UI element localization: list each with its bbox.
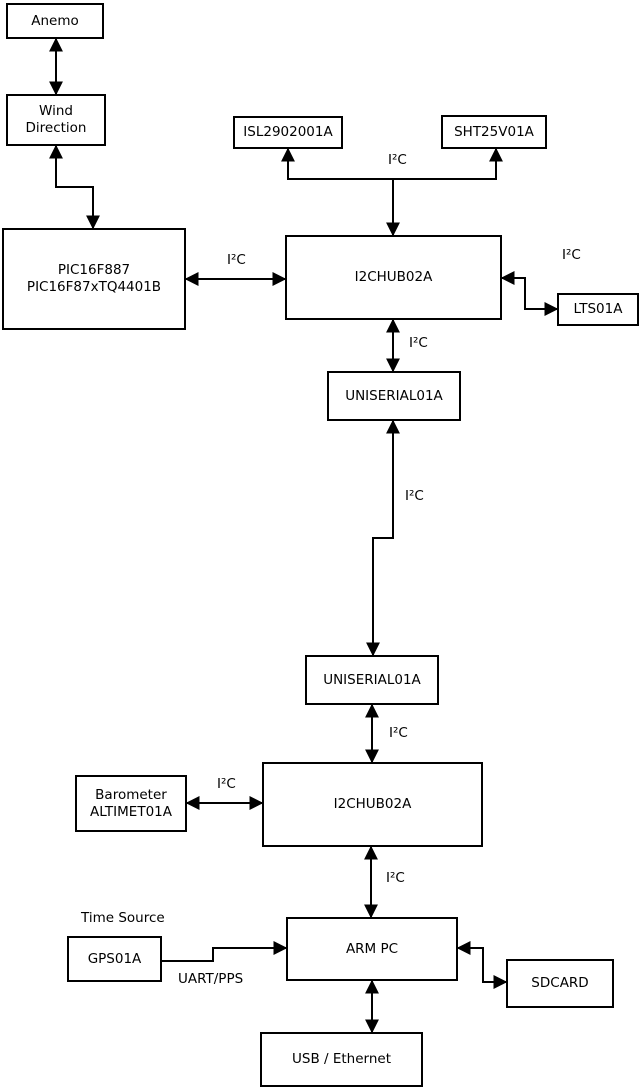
node-i2c-hub-1-label: I2CHUB02A [354,269,433,286]
node-uniserial-1: UNISERIAL01A [327,371,461,421]
node-pic-label-line1: PIC16F887 [57,262,131,279]
node-barometer: Barometer ALTIMET01A [75,775,187,832]
node-sht-sensor: SHT25V01A [441,115,547,149]
bus-label-i2c-uniserial2-hub2: I²C [389,725,408,741]
node-wind-direction: Wind Direction [6,94,106,146]
node-wind-direction-label-line1: Wind [39,103,73,120]
node-i2c-hub-2-label: I2CHUB02A [333,796,412,813]
node-wind-direction-label-line2: Direction [25,120,87,136]
label-time-source: Time Source [81,910,165,926]
bus-label-i2c-hub1-lts: I²C [562,247,581,263]
node-barometer-label-line1: Barometer [95,786,167,803]
bus-label-i2c-uniserial-link: I²C [405,488,424,504]
edge-armpc-sdcard [456,941,508,989]
bus-label-i2c-hub2-armpc: I²C [386,870,405,886]
node-barometer-label-line2: ALTIMET01A [90,803,172,820]
bus-label-i2c-pic-hub1: I²C [227,252,246,268]
node-sht-label: SHT25V01A [454,123,534,140]
edge-uniserial1-uniserial2 [366,419,400,657]
node-pic-label-line2: PIC16F87xTQ4401B [26,279,162,295]
bus-label-i2c-barometer-hub2: I²C [217,776,236,792]
node-uniserial-2-label: UNISERIAL01A [323,671,421,688]
node-uniserial-2: UNISERIAL01A [305,655,439,705]
bus-label-i2c-hub1-uniserial1: I²C [409,335,428,351]
node-isl-sensor: ISL2902001A [233,116,343,149]
node-arm-pc-label: ARM PC [345,940,399,957]
node-sdcard-label: SDCARD [531,975,589,992]
edge-wind-pic [49,144,100,230]
node-lts-sensor: LTS01A [557,293,639,326]
node-lts-label: LTS01A [573,301,623,318]
node-anemometer-label: Anemo [31,12,79,29]
edge-gps-armpc [162,941,288,962]
node-pic-microcontroller: PIC16F887 PIC16F87xTQ4401B [2,228,186,330]
node-anemometer: Anemo [6,3,104,39]
node-usb-ethernet: USB / Ethernet [260,1032,423,1087]
node-i2c-hub-1: I2CHUB02A [285,235,502,320]
edge-hub1-lts [500,271,559,316]
node-gps-label: GPS01A [87,950,142,967]
node-uniserial-1-label: UNISERIAL01A [345,387,443,404]
node-arm-pc: ARM PC [286,917,458,981]
node-isl-label: ISL2902001A [243,124,333,141]
bus-label-i2c-sensors: I²C [388,152,407,168]
node-sdcard: SDCARD [506,959,614,1008]
node-i2c-hub-2: I2CHUB02A [262,762,483,847]
node-usb-ethernet-label: USB / Ethernet [292,1051,391,1068]
node-gps: GPS01A [67,936,162,982]
bus-label-uart-pps: UART/PPS [178,971,244,987]
